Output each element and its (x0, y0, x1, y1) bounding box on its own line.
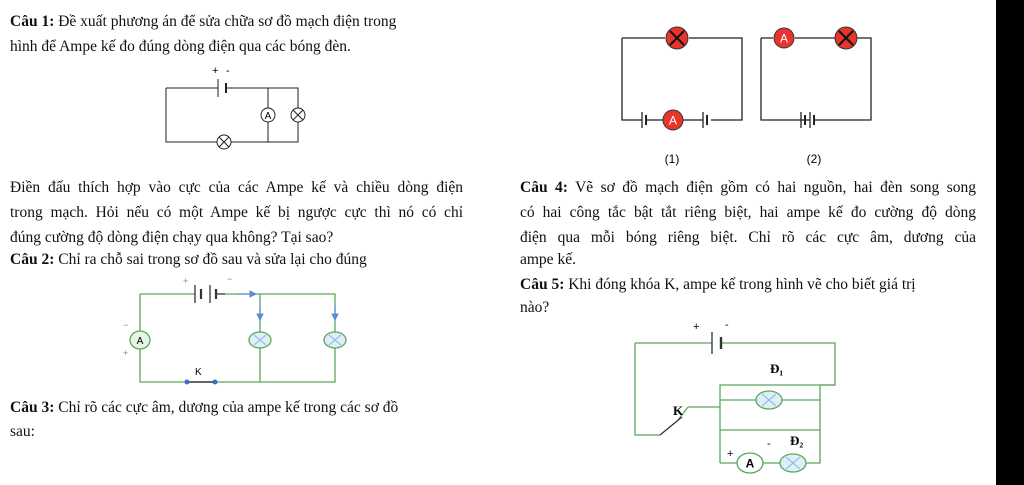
lamp-icon (779, 453, 807, 473)
middle-para-line3: đúng cường độ dòng điện chạy qua không? … (10, 229, 334, 246)
cau2-ammeter-minus: − (123, 320, 128, 330)
cau4-label: Câu 4: (520, 179, 568, 196)
lamp-icon (248, 331, 272, 349)
cau5-ammeter-minus: - (767, 438, 771, 450)
svg-text:A: A (746, 457, 755, 471)
cau1-label: Câu 1: (10, 13, 55, 30)
ammeter-icon: A (736, 452, 764, 474)
cau2-line: Câu 2: Chỉ ra chỗ sai trong sơ đồ sau và… (10, 251, 367, 268)
cau4-line2: có hai công tắc bật tắt riêng biệt, hai … (520, 204, 976, 221)
cau3-line2: sau: (10, 423, 35, 440)
lamp-icon (755, 390, 783, 410)
svg-text:A: A (669, 114, 677, 128)
cau3-line1: Câu 3: Chỉ rõ các cực âm, dương của ampe… (10, 399, 399, 416)
cau5-line1: Câu 5: Khi đóng khóa K, ampe kế trong hì… (520, 276, 916, 293)
ammeter-icon: A (773, 27, 795, 49)
cau1-fig-minus: - (226, 65, 230, 77)
page-edge-bar (996, 0, 1024, 485)
lamp-icon (216, 134, 232, 150)
lamp-icon (290, 107, 306, 123)
cau5-line2: nào? (520, 299, 550, 316)
cau3-circuit-figures: A (1) A (2) (621, 26, 872, 166)
cau1-fig-plus: + (212, 65, 218, 77)
cau2-ammeter-plus: + (123, 348, 128, 358)
ammeter-icon: A (662, 109, 684, 131)
cau4-line4: ampe kế. (520, 251, 576, 268)
ammeter-icon: A (260, 107, 276, 123)
cau5-lamp1-label: Đ₁ (770, 361, 783, 376)
cau2-fig-plus: + (183, 276, 188, 286)
middle-para-line1: Điền đấu thích hợp vào cực của các Ampe … (10, 179, 463, 196)
svg-text:A: A (265, 111, 272, 122)
cau5-ammeter-plus: + (727, 448, 733, 460)
cau3-label: Câu 3: (10, 399, 55, 416)
svg-text:A: A (137, 336, 144, 347)
cau2-label: Câu 2: (10, 251, 55, 268)
cau2-circuit-figure: + − − + A K (123, 274, 347, 385)
cau2-fig-minus: − (227, 274, 232, 284)
figure-1-caption: (1) (665, 152, 680, 166)
cau5-lamp2-label: Đ₂ (790, 433, 803, 448)
cau5-fig-minus: - (725, 319, 729, 331)
switch-k-icon (184, 379, 218, 385)
cau5-switch-label: K (673, 403, 684, 418)
cau2-switch-label: K (195, 367, 202, 378)
middle-para-line2: trong mạch. Hỏi nếu có một Ampe kế bị ng… (10, 204, 463, 221)
switch-k-icon (659, 416, 683, 436)
cau5-fig-plus: + (693, 321, 699, 333)
cau4-line3: điện qua mỗi bóng riêng biệt. Chỉ rõ các… (520, 229, 976, 246)
figure-2-caption: (2) (807, 152, 822, 166)
ammeter-icon: A (129, 330, 151, 350)
lamp-icon (834, 26, 858, 50)
svg-text:A: A (780, 32, 788, 46)
cau1-line1: Câu 1: Đề xuất phương án để sửa chữa sơ … (10, 13, 397, 30)
lamp-icon (323, 331, 347, 349)
cau5-circuit-figure: + - Đ₁ K Đ₂ + - A (634, 319, 836, 474)
cau5-label: Câu 5: (520, 276, 565, 293)
cau1-line2: hình để Ampe kế đo đúng dòng điện qua cá… (10, 38, 351, 55)
cau4-line1: Câu 4: Vẽ sơ đồ mạch điện gồm có hai ngu… (520, 179, 976, 196)
cau1-circuit-figure: + - A (165, 65, 306, 150)
lamp-icon (665, 26, 689, 50)
